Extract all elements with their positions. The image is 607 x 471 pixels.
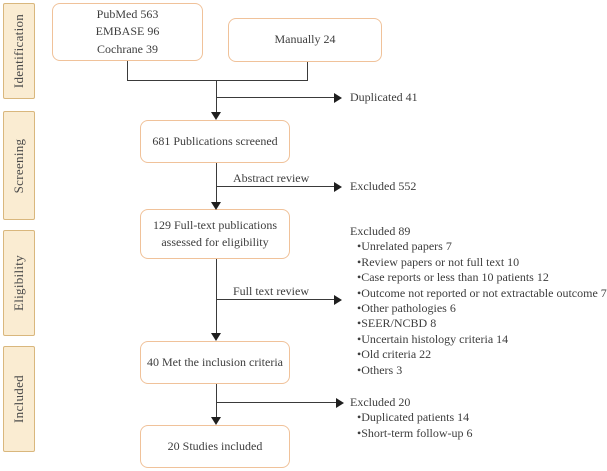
connector-duplicated-branch [216, 97, 334, 98]
stage-bar-eligibility: Eligibility [3, 230, 35, 336]
connector-inclusion-to-included [216, 384, 217, 417]
fulltext-assessed-box: 129 Full-text publications assessed for … [140, 209, 290, 259]
excluded89-item: Other pathologies 6 [350, 301, 607, 316]
manual-search-box: Manually 24 [228, 18, 382, 62]
excluded89-item: Outcome not reported or not extractable … [350, 286, 607, 301]
excluded20-header: Excluded 20 [350, 395, 411, 409]
duplicated-note: Duplicated 41 [350, 90, 418, 104]
connector-sources-down [127, 61, 128, 80]
excluded552-note: Excluded 552 [350, 179, 417, 193]
excluded89-note: Excluded 89 Unrelated papers 7 Review pa… [350, 224, 607, 378]
connector-screened-to-fulltext [216, 163, 217, 202]
stage-label-eligibility: Eligibility [11, 254, 26, 312]
connector-merge-horizontal [127, 80, 308, 81]
arrowhead-excluded20 [336, 398, 344, 408]
connector-excluded20-branch [216, 402, 336, 403]
excluded89-item: Others 3 [350, 363, 607, 378]
excluded89-item: Review papers or not full text 10 [350, 255, 607, 270]
publications-screened-box: 681 Publications screened [140, 120, 290, 163]
stage-label-included: Included [11, 375, 26, 423]
excluded89-item: Unrelated papers 7 [350, 239, 607, 254]
excluded20-item: Short-term follow-up 6 [350, 426, 472, 441]
arrowhead-to-inclusion [211, 333, 221, 341]
stage-bar-identification: Identification [3, 3, 35, 99]
connector-excluded552-branch [216, 186, 334, 187]
arrowhead-to-fulltext [211, 202, 221, 210]
arrowhead-to-included [211, 417, 221, 425]
met-inclusion-criteria-box: 40 Met the inclusion criteria [140, 341, 290, 384]
studies-included-box: 20 Studies included [140, 425, 290, 468]
connector-fulltext-to-inclusion [216, 259, 217, 333]
database-sources-box: PubMed 563 EMBASE 96 Cochrane 39 [52, 3, 203, 61]
excluded89-item: Uncertain histology criteria 14 [350, 332, 607, 347]
arrowhead-excluded552 [334, 182, 342, 192]
excluded89-item: Old criteria 22 [350, 347, 607, 362]
connector-merge-to-screened [216, 80, 217, 112]
stage-bar-screening: Screening [3, 111, 35, 220]
excluded89-item: SEER/NCBD 8 [350, 316, 607, 331]
arrowhead-excluded89 [334, 295, 342, 305]
connector-manual-down [307, 62, 308, 80]
excluded20-note: Excluded 20 Duplicated patients 14 Short… [350, 395, 473, 441]
stage-label-screening: Screening [11, 138, 26, 193]
excluded20-item: Duplicated patients 14 [350, 410, 473, 425]
stage-bar-included: Included [3, 346, 35, 452]
excluded89-item: Case reports or less than 10 patients 12 [350, 270, 607, 285]
arrowhead-duplicated [334, 93, 342, 103]
excluded89-header: Excluded 89 [350, 224, 411, 238]
connector-excluded89-branch [216, 299, 334, 300]
stage-label-identification: Identification [11, 13, 26, 89]
arrowhead-to-screened [211, 112, 221, 120]
full-text-review-label: Full text review [233, 284, 309, 298]
abstract-review-label: Abstract review [233, 171, 310, 185]
